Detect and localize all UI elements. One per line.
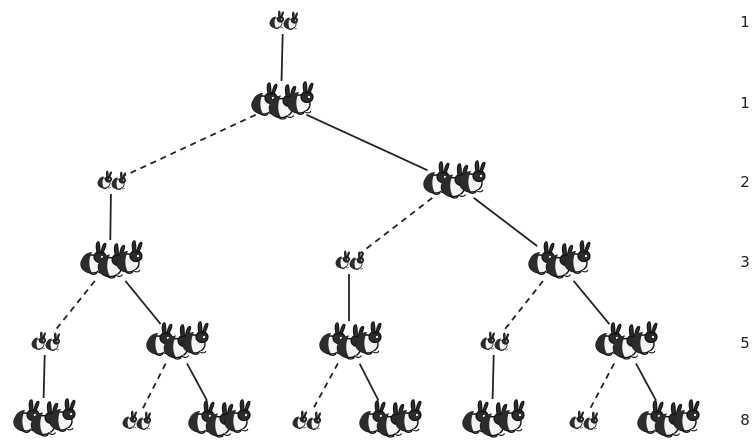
adult-rabbit-pair-icon-g6a <box>13 398 76 437</box>
generation-count-label: 1 <box>740 13 750 31</box>
adult-rabbit-pair-icon-g5c <box>319 321 382 360</box>
solid-line-g3a-g4a <box>109 193 112 241</box>
adult-rabbit-pair-icon-g3b <box>423 160 486 199</box>
connection-lines <box>42 33 657 412</box>
dashed-line-g5c-g6d <box>311 362 339 412</box>
rabbit-nodes <box>13 10 700 438</box>
solid-line-g5e-g6h <box>635 363 657 401</box>
adult-rabbit-pair-icon-g6e <box>359 399 422 438</box>
baby-rabbit-pair-icon-g1 <box>269 10 299 31</box>
solid-line-g5b-g6c <box>186 363 208 401</box>
solid-line-g3b-g4c <box>473 197 538 247</box>
baby-rabbit-pair-icon-g3a <box>97 170 127 191</box>
dashed-line-g4a-g5a <box>52 280 96 334</box>
adult-rabbit-pair-icon-g4c <box>528 240 591 279</box>
generation-counts: 1 1 2 3 5 8 <box>740 13 750 429</box>
baby-rabbit-pair-icon-g6d <box>292 410 322 431</box>
adult-rabbit-pair-icon-g5e <box>595 321 658 360</box>
dashed-line-g4c-g5d <box>501 280 544 334</box>
solid-line-g4a-g5b <box>124 280 162 325</box>
dashed-line-g5b-g6b <box>140 363 167 412</box>
generation-count-label: 2 <box>740 173 750 191</box>
dashed-line-g5e-g6g <box>588 363 615 412</box>
dashed-line-g3b-g4b <box>359 197 433 254</box>
baby-rabbit-pair-icon-g6b <box>122 410 152 431</box>
solid-line-g4c-g5e <box>572 280 611 325</box>
baby-rabbit-pair-icon-g5a <box>31 331 61 352</box>
adult-rabbit-pair-icon-g6h <box>637 399 700 438</box>
adult-rabbit-pair-icon-g6f <box>462 399 525 438</box>
generation-count-label: 8 <box>740 411 750 429</box>
adult-rabbit-pair-icon-g6c <box>188 399 251 438</box>
generation-count-label: 1 <box>740 94 750 112</box>
solid-line-g1-g2 <box>280 33 284 82</box>
generation-count-label: 3 <box>740 253 750 271</box>
solid-line-g2-g3b <box>306 113 428 172</box>
solid-line-g5d-g6f <box>491 354 495 400</box>
baby-rabbit-pair-icon-g5d <box>480 331 510 352</box>
baby-rabbit-pair-icon-g4b <box>335 250 365 271</box>
adult-rabbit-pair-icon-g2 <box>251 81 314 120</box>
baby-rabbit-pair-icon-g6g <box>569 410 599 431</box>
generation-count-label: 5 <box>740 334 750 352</box>
solid-line-g5a-g6a <box>42 354 46 399</box>
adult-rabbit-pair-icon-g4a <box>80 240 143 279</box>
dashed-line-g2-g3a <box>124 113 257 177</box>
adult-rabbit-pair-icon-g5b <box>146 321 209 360</box>
solid-line-g5c-g6e <box>358 363 380 401</box>
